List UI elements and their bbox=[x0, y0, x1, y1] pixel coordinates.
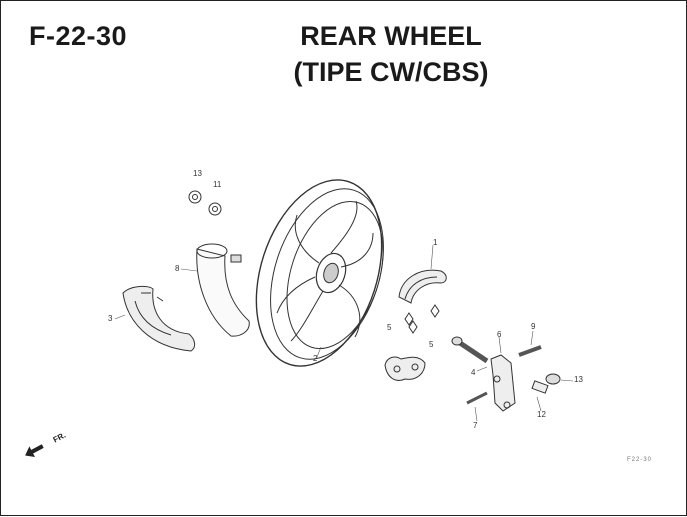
springs-part bbox=[404, 304, 440, 334]
shoe-cover-part bbox=[122, 285, 196, 352]
leader-lines bbox=[114, 244, 574, 422]
figure-reference: F22-30 bbox=[626, 457, 652, 463]
brake-shoe-part bbox=[398, 269, 447, 304]
brake-arm-part bbox=[490, 354, 516, 412]
front-direction-arrow bbox=[25, 444, 44, 457]
pin-part bbox=[518, 345, 542, 357]
brake-panel-part bbox=[196, 243, 250, 337]
callout-5b: 5 bbox=[429, 340, 434, 349]
callout-13a: 13 bbox=[193, 169, 202, 178]
bolt-part bbox=[451, 336, 489, 364]
callout-7: 7 bbox=[473, 421, 478, 430]
section-code: F-22-30 bbox=[29, 21, 128, 51]
brake-cam-part bbox=[384, 356, 426, 381]
diagram-subtitle: (TIPE CW/CBS) bbox=[293, 57, 489, 87]
callout-1: 1 bbox=[433, 238, 438, 247]
callout-11: 11 bbox=[213, 180, 222, 189]
callout-4: 4 bbox=[471, 368, 476, 377]
callout-5a: 5 bbox=[387, 323, 392, 332]
lower-hardware-parts bbox=[466, 373, 561, 405]
callout-8: 8 bbox=[175, 264, 180, 273]
diagram-title: REAR WHEEL bbox=[300, 21, 482, 51]
callout-12: 12 bbox=[537, 410, 546, 419]
callout-2: 2 bbox=[313, 354, 318, 363]
rear-wheel-part bbox=[255, 179, 384, 367]
callout-3: 3 bbox=[108, 314, 113, 323]
callout-9: 9 bbox=[531, 322, 536, 331]
callout-6: 6 bbox=[497, 330, 502, 339]
top-hardware-parts bbox=[188, 190, 222, 216]
callout-13b: 13 bbox=[574, 375, 583, 384]
